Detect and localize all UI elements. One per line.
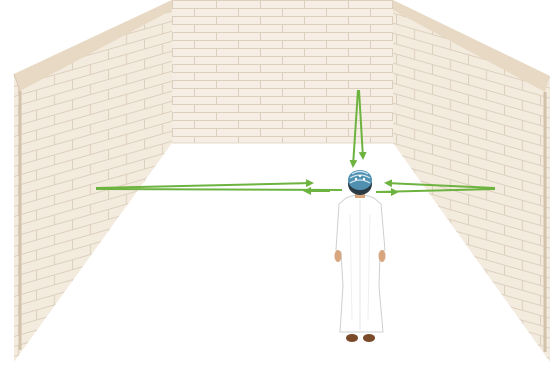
left-hand [335, 250, 342, 262]
back-wall [172, 0, 393, 143]
right-shoe [363, 334, 375, 342]
left-shoe [346, 334, 358, 342]
right-hand [379, 250, 386, 262]
arrow-left-wall-out [96, 189, 342, 190]
